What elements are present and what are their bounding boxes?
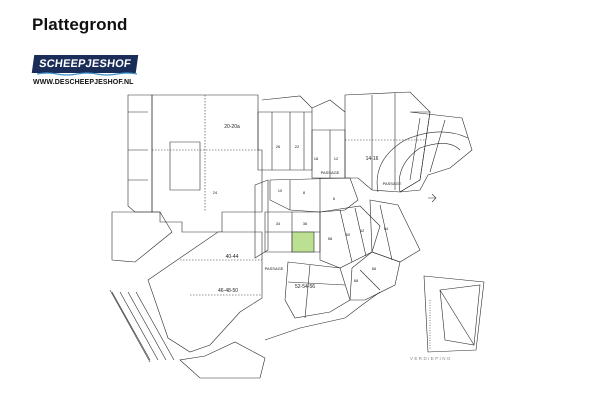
unit-label: 8 bbox=[303, 190, 306, 195]
unit-label: 14-16 bbox=[366, 156, 379, 162]
unit-label: PASSAGE bbox=[383, 181, 402, 186]
unit-label: 52-54-56 bbox=[295, 284, 315, 290]
unit-label: 26 bbox=[276, 144, 281, 149]
unit-20-20a[interactable] bbox=[151, 94, 263, 233]
unit-label: 12 bbox=[334, 156, 339, 161]
unit-label: 10 bbox=[278, 188, 283, 193]
unit-label: 66 bbox=[372, 266, 377, 271]
unit-label: 68 bbox=[354, 278, 359, 283]
unit-label: 20-20a bbox=[224, 124, 240, 130]
unit-label: PASSAGE bbox=[321, 170, 340, 175]
unit-label: 34 bbox=[276, 221, 281, 226]
logo-url-link[interactable]: WWW.DESCHEEPJESHOF.NL bbox=[33, 79, 134, 86]
entrance-arrow-icon bbox=[428, 193, 437, 203]
unit-label: 62 bbox=[360, 228, 365, 233]
unit-label: 58 bbox=[328, 236, 333, 241]
unit-highlight[interactable] bbox=[291, 231, 315, 253]
unit-label: 60 bbox=[346, 232, 351, 237]
unit-label: 22 bbox=[295, 144, 300, 149]
unit-40-44[interactable] bbox=[147, 231, 263, 353]
logo-wave-icon bbox=[37, 72, 137, 76]
scheepjeshof-logo[interactable]: SCHEEPJESHOF WWW.DESCHEEPJESHOF.NL bbox=[31, 55, 143, 91]
unit-label: 36 bbox=[303, 221, 308, 226]
unit-label: 24 bbox=[213, 190, 218, 195]
floor-label: VERDIEPING bbox=[410, 356, 452, 361]
unit-label: 64 bbox=[384, 226, 389, 231]
unit-label: 18 bbox=[314, 156, 319, 161]
page-title: Plattegrond bbox=[32, 15, 128, 34]
unit-label: 46-48-50 bbox=[218, 288, 238, 294]
unit-label: 6 bbox=[333, 196, 336, 201]
unit-label: PASSAGE bbox=[265, 266, 284, 271]
unit-label: 40-44 bbox=[226, 254, 239, 260]
